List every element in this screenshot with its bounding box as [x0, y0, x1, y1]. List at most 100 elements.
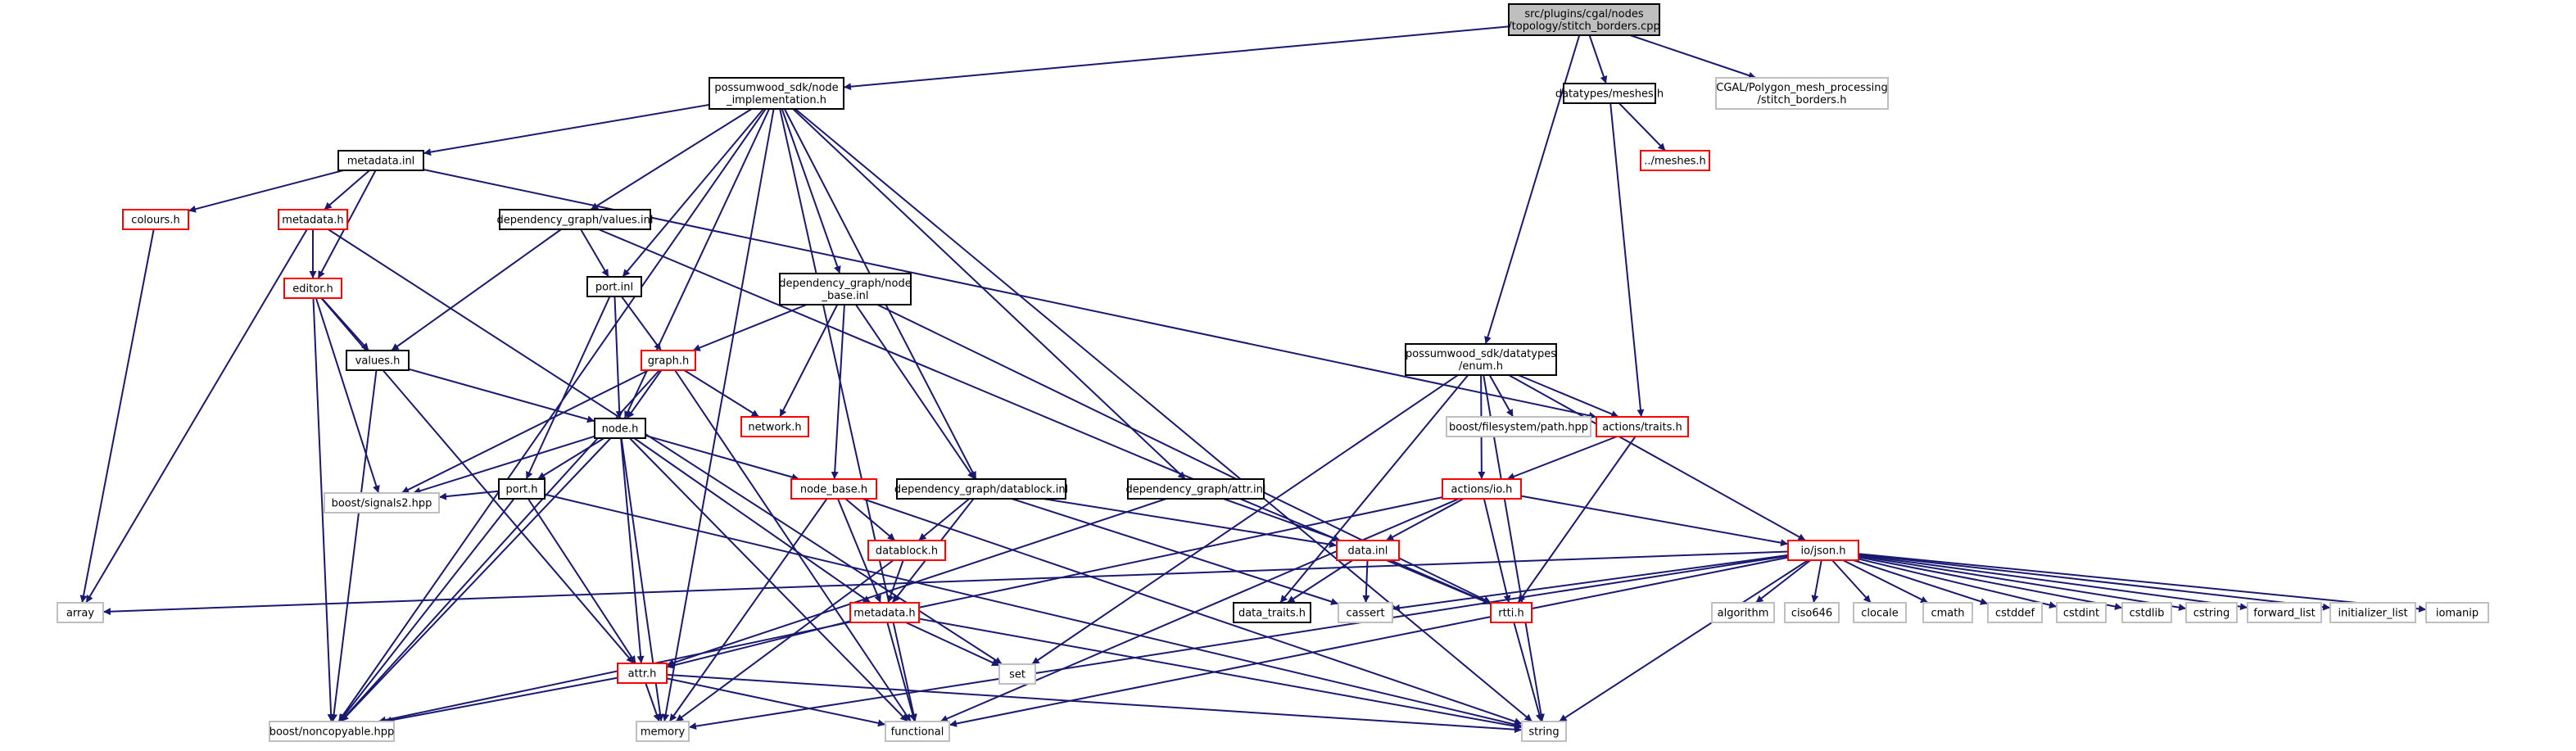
edge-port-h-to-string [544, 493, 1523, 728]
node-label-line: dependency_graph/values.inl [497, 215, 654, 227]
edge-io-json-to-cassert [1392, 554, 1789, 612]
node-box [1521, 721, 1567, 742]
edge-enum-h-to-bfs-path [1488, 374, 1514, 418]
edge-node-base-h-to-metadata-h2 [837, 498, 881, 604]
edge-root-to-cgal-stitch [1629, 34, 1757, 79]
node-port-inl[interactable]: port.inl [586, 276, 642, 297]
edge-dg-nodebase-to-node-base-h [831, 304, 845, 480]
node-box [1446, 416, 1591, 437]
edge-dg-nodebase-to-network-h [779, 304, 839, 418]
edge-node-h-to-attr-h [620, 437, 645, 664]
node-meshes-h[interactable]: datatypes/meshes.h [1555, 83, 1664, 104]
node-box [867, 540, 946, 561]
edge-node-h-to-boost-noncopyable [340, 437, 612, 722]
node-dg-nodebase[interactable]: dependency_graph/node_base.inl [779, 273, 912, 305]
node-label-line: /topology/stitch_borders.cpp [1508, 20, 1659, 33]
node-cassert: cassert [1338, 602, 1393, 623]
edge-node-impl-to-dg-nodebase [781, 108, 841, 274]
node-node-h[interactable]: node.h [594, 418, 646, 439]
node-label-line: functional [891, 726, 944, 739]
node-box [1987, 602, 2043, 623]
node-rtti-h[interactable]: rtti.h [1490, 602, 1532, 623]
edge-node-base-h-to-string [862, 498, 1523, 726]
node-label-line: dependency_graph/node [779, 278, 911, 290]
edge-graph-h-to-node-h [626, 369, 663, 419]
node-node-impl[interactable]: possumwood_sdk/node_implementation.h [709, 77, 844, 110]
edge-dg-nodebase-to-graph-h [692, 304, 808, 351]
node-box [2247, 602, 2322, 623]
node-graph-h[interactable]: graph.h [641, 350, 696, 371]
edge-values-h-to-boost-noncopyable [330, 369, 378, 722]
node-box [499, 209, 651, 230]
edge-node-impl-to-port-inl [622, 108, 764, 278]
node-port-h[interactable]: port.h [498, 478, 546, 500]
node-io-json[interactable]: io/json.h [1787, 540, 1859, 561]
node-editor-h[interactable]: editor.h [283, 278, 342, 299]
node-label-line: port.h [505, 484, 537, 496]
node-metadata-h2[interactable]: metadata.h [849, 602, 920, 623]
node-up-meshes[interactable]: ../meshes.h [1640, 150, 1710, 171]
edge-actions-io-to-data-inl [1385, 498, 1465, 541]
node-box [709, 77, 844, 110]
edge-metadata-h2-to-set [905, 622, 1000, 667]
node-label-line: dependency_graph/datablock.inl [894, 484, 1068, 496]
edge-port-h-to-attr-h [527, 498, 636, 664]
edge-graph-h-to-network-h [683, 369, 760, 418]
node-box [1490, 602, 1532, 623]
node-data-inl[interactable]: data.inl [1336, 540, 1400, 561]
node-box [896, 478, 1066, 500]
edge-port-h-to-boost-signals [438, 490, 500, 500]
node-attr-h[interactable]: attr.h [617, 663, 668, 684]
node-algorithm: algorithm [1711, 602, 1775, 623]
node-cstdint: cstdint [2056, 602, 2107, 623]
node-box [885, 721, 950, 742]
node-dg-datablock[interactable]: dependency_graph/datablock.inl [894, 478, 1068, 500]
node-dg-attr[interactable]: dependency_graph/attr.inl [1126, 478, 1266, 500]
edge-io-json-to-ciso646 [1811, 559, 1822, 604]
node-enum-h[interactable]: possumwood_sdk/datatypes/enum.h [1405, 343, 1557, 376]
node-network-h[interactable]: network.h [740, 416, 809, 437]
edge-data-inl-to-rtti-h [1390, 559, 1492, 605]
node-colours-h[interactable]: colours.h [122, 209, 189, 230]
edge-node-base-h-to-memory [668, 498, 828, 722]
edge-actions-io-to-rtti-h [1483, 498, 1511, 604]
node-node-base-h[interactable]: node_base.h [790, 478, 877, 500]
edge-actions-traits-to-rtti-h [1517, 436, 1637, 604]
edge-dg-attr-to-data-inl [1223, 498, 1341, 542]
node-boost-noncopyable: boost/noncopyable.hpp [269, 721, 395, 742]
node-actions-traits[interactable]: actions/traits.h [1596, 416, 1689, 437]
node-label-line: colours.h [131, 215, 179, 227]
edge-node-impl-to-dg-attr [792, 108, 1186, 480]
node-values-h[interactable]: values.h [346, 350, 410, 371]
node-box [1442, 478, 1522, 500]
node-box [1405, 343, 1557, 376]
edge-node-impl-to-dg-values [590, 108, 753, 210]
node-box [594, 418, 646, 439]
node-metadata-h1[interactable]: metadata.h [278, 209, 348, 230]
node-dg-values[interactable]: dependency_graph/values.inl [497, 209, 654, 230]
edge-colours-h-to-array [79, 228, 155, 604]
node-box [122, 209, 189, 230]
node-label-line: possumwood_sdk/node [714, 82, 838, 94]
node-metadata-inl[interactable]: metadata.inl [337, 150, 424, 171]
edge-meshes-h-to-actions-traits [1609, 102, 1645, 418]
edge-metadata-h2-to-string [918, 618, 1523, 730]
node-box [337, 150, 424, 171]
edge-io-json-to-iomanip [1858, 553, 2427, 613]
node-root[interactable]: src/plugins/cgal/nodes/topology/stitch_b… [1508, 3, 1660, 36]
node-actions-io[interactable]: actions/io.h [1442, 478, 1522, 500]
node-box [324, 492, 440, 513]
edge-io-json-to-cstddef [1853, 559, 1989, 605]
node-label-line: actions/io.h [1451, 484, 1513, 496]
edge-dg-nodebase-to-dg-datablock [855, 304, 976, 480]
node-datablock-h[interactable]: datablock.h [867, 540, 946, 561]
edge-io-json-to-string [1558, 559, 1809, 722]
node-label-line: clocale [1861, 608, 1898, 620]
node-label-line: datablock.h [876, 545, 938, 558]
node-label-line: dependency_graph/attr.inl [1126, 484, 1266, 496]
node-cstring: cstring [2185, 602, 2238, 623]
edge-io-json-to-clocale [1831, 559, 1872, 604]
node-box [1233, 602, 1311, 623]
node-data-traits[interactable]: data_traits.h [1233, 602, 1311, 623]
